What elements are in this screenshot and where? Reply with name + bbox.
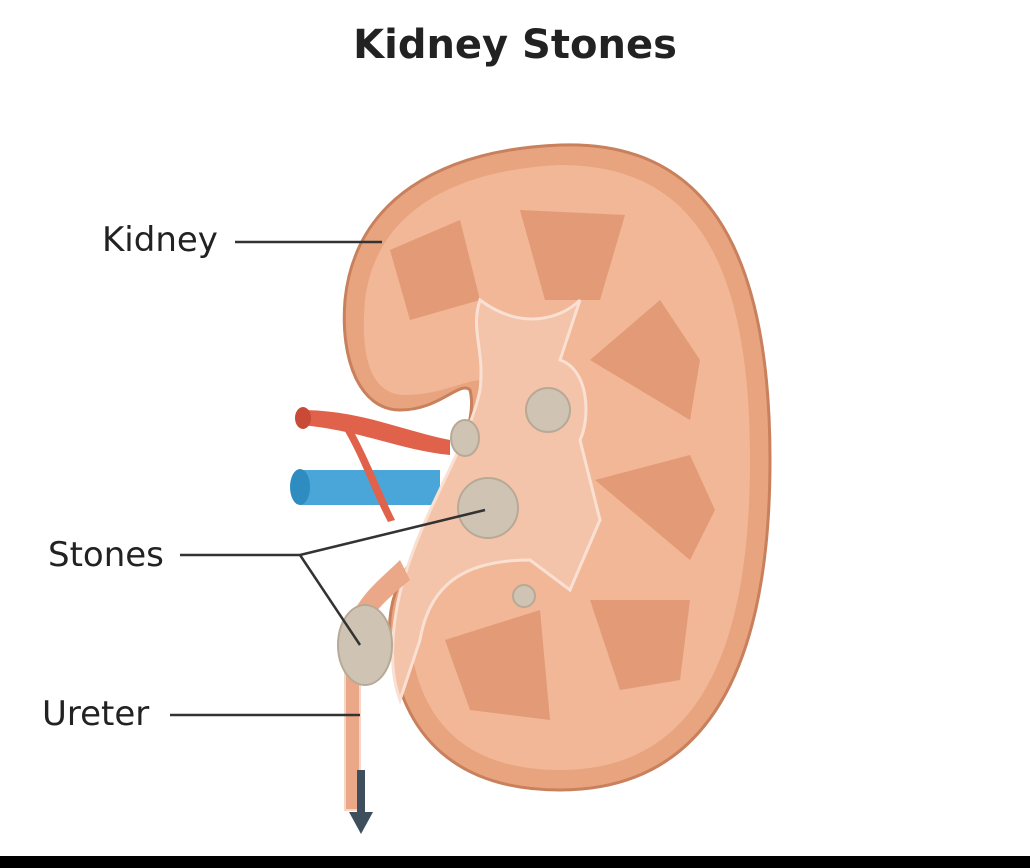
kidney-organ <box>342 143 772 792</box>
label-ureter: Ureter <box>42 694 150 734</box>
label-kidney: Kidney <box>102 220 218 260</box>
leader-lines <box>170 240 486 717</box>
label-stones: Stones <box>48 535 164 575</box>
blood-vessels <box>290 407 450 522</box>
bottom-bar <box>0 856 1030 868</box>
arrow-down-icon <box>349 770 373 834</box>
kidney-stones <box>337 387 571 686</box>
diagram-title: Kidney Stones <box>353 22 677 68</box>
